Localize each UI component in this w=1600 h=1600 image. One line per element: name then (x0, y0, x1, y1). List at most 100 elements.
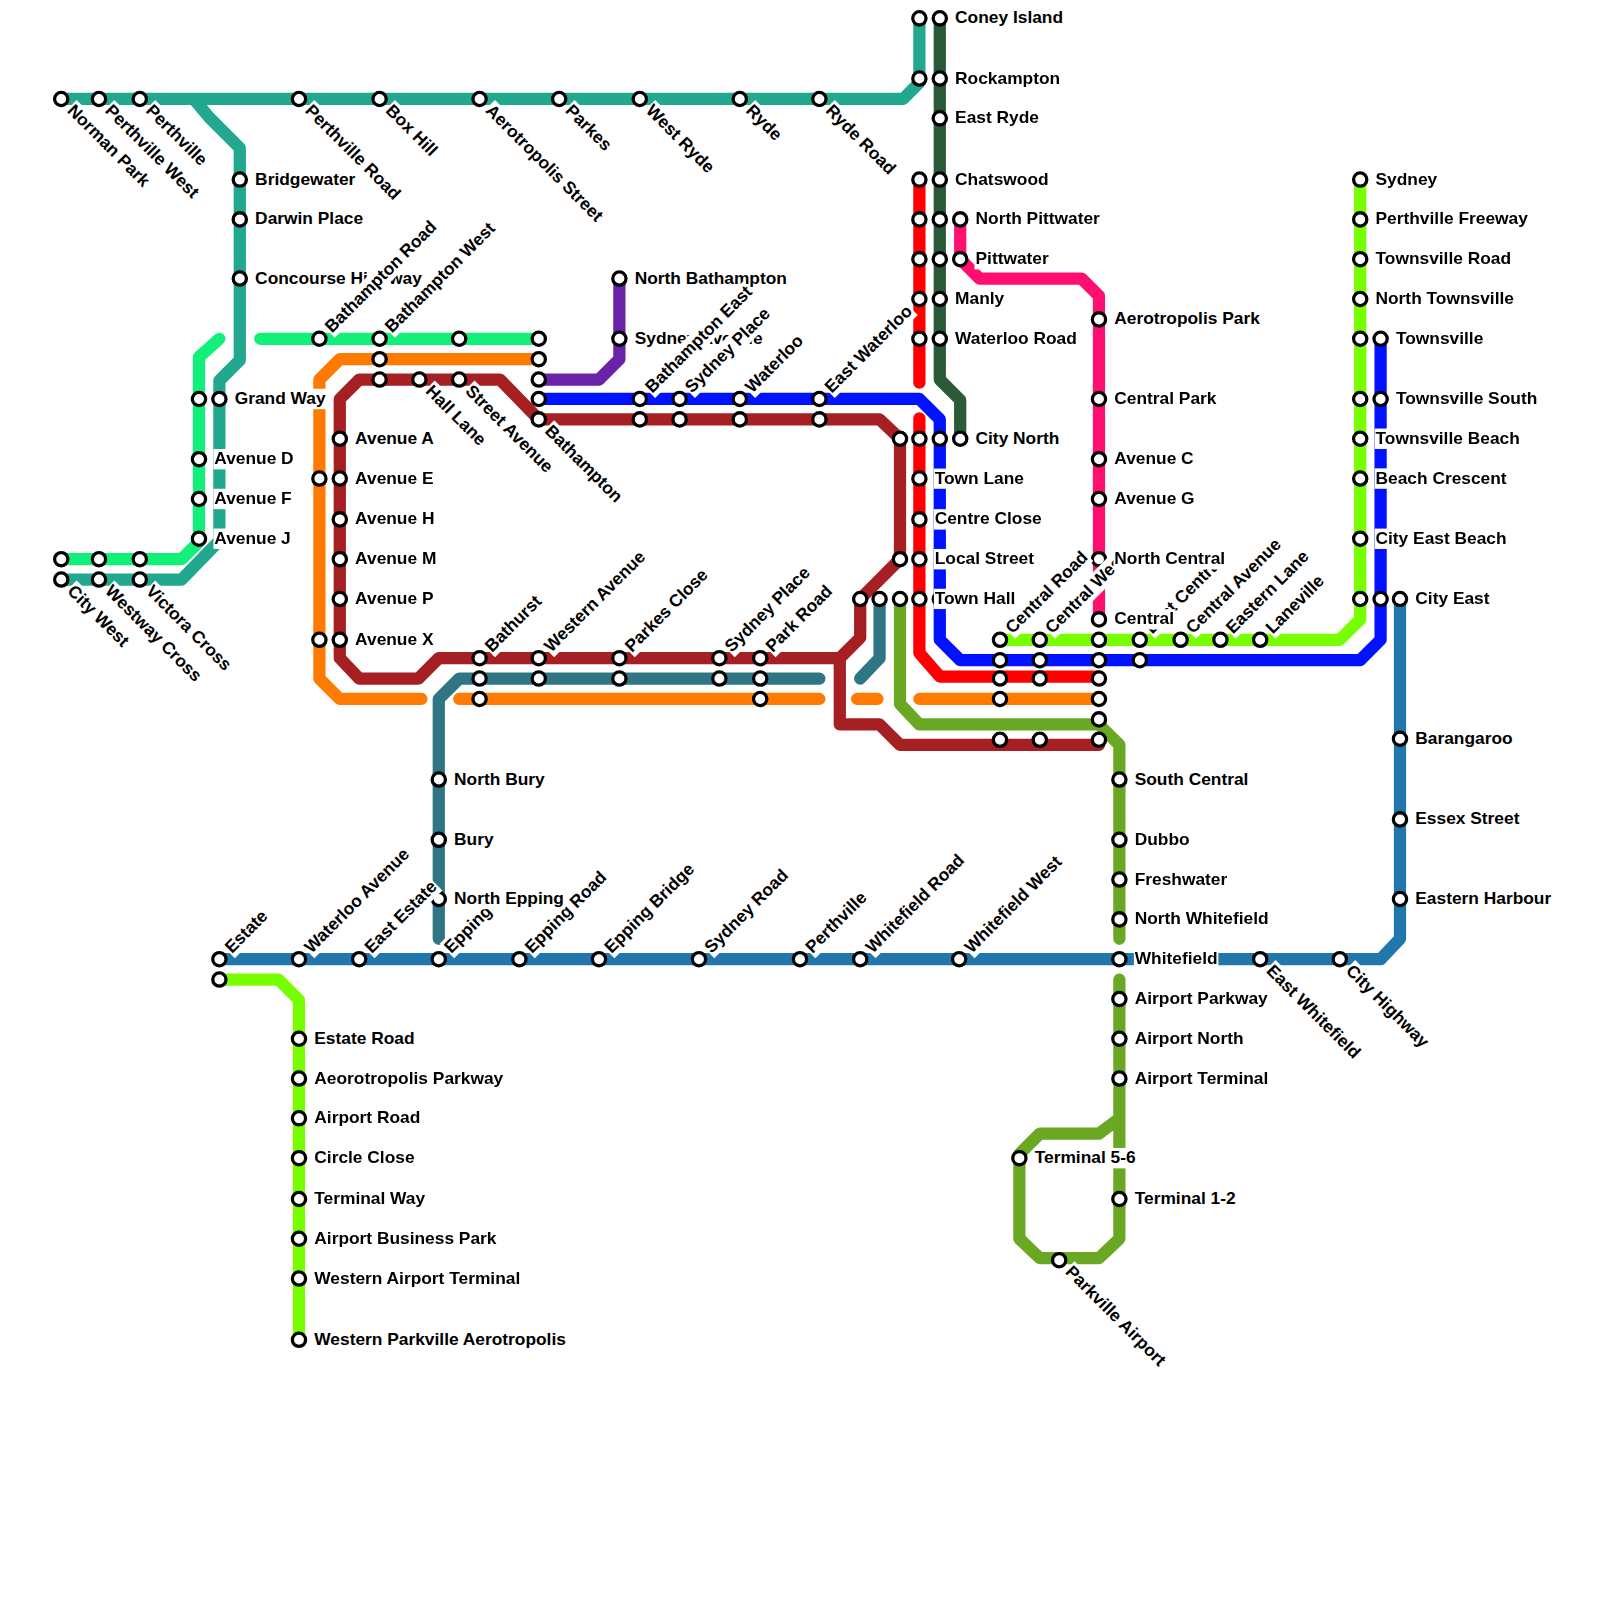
station-dot (813, 413, 826, 426)
station-dot (933, 173, 946, 186)
station-label: Beach Crescent (1374, 468, 1507, 488)
station-dot (1354, 332, 1367, 345)
station-label: Avenue G (1113, 489, 1195, 509)
station-dot (993, 733, 1006, 746)
station-label: Aerotropolis Park (1113, 309, 1261, 329)
station-label: Townsville (1395, 329, 1484, 349)
station-dot (1092, 672, 1105, 685)
station-dot (1393, 732, 1406, 745)
station-label: Freshwater (1134, 869, 1229, 889)
station-dot (913, 553, 926, 566)
station-dot (292, 1272, 305, 1285)
station-dot (933, 213, 946, 226)
station-dot (1354, 173, 1367, 186)
station-label: Town Lane (934, 468, 1025, 488)
station-dot (233, 272, 246, 285)
station-dot (292, 1112, 305, 1125)
station-label: Epping Road (520, 867, 612, 959)
station-dot (692, 953, 705, 966)
station-dot (432, 833, 445, 846)
station-dot (913, 292, 926, 305)
station-dot (993, 692, 1006, 705)
station-label: Whitefield West (960, 851, 1067, 958)
station-dot (292, 1072, 305, 1085)
station-dot (333, 633, 346, 646)
green-line (61, 339, 539, 559)
station-dot (292, 953, 305, 966)
station-dot (1113, 953, 1126, 966)
station-dot (913, 432, 926, 445)
station-dot (913, 12, 926, 25)
station-dot (1354, 292, 1367, 305)
station-label: North Central (1113, 549, 1226, 569)
station-label: Centre Close (934, 509, 1043, 529)
station-dot (1053, 1254, 1066, 1267)
station-label: Town Hall (934, 589, 1017, 609)
station-dot (993, 654, 1006, 667)
station-label: Dubbo (1134, 830, 1191, 850)
station-dot (432, 773, 445, 786)
station-label: Barangaroo (1414, 729, 1513, 749)
station-dot (55, 553, 68, 566)
station-label: Epping Bridge (600, 859, 700, 959)
station-dot (1374, 332, 1387, 345)
station-dot (754, 672, 767, 685)
station-dot (1374, 592, 1387, 605)
station-dot (1133, 633, 1146, 646)
station-dot (713, 652, 726, 665)
station-dot (1013, 1152, 1026, 1165)
station-label: Avenue M (354, 549, 437, 569)
station-dot (854, 953, 867, 966)
station-label: Terminal 5-6 (1034, 1148, 1137, 1168)
station-label: Terminal Way (313, 1189, 426, 1209)
station-dot (1393, 892, 1406, 905)
station-label: East Ryde (954, 108, 1040, 128)
station-dot (313, 332, 326, 345)
station-dot (213, 973, 226, 986)
station-label: Chatswood (954, 169, 1050, 189)
station-label: Avenue P (354, 589, 434, 609)
station-dot (1033, 633, 1046, 646)
station-dot (532, 373, 545, 386)
station-dot (192, 532, 205, 545)
station-dot (292, 1333, 305, 1346)
station-label: North Townsville (1374, 289, 1515, 309)
station-label: Avenue F (213, 489, 292, 509)
station-dot (532, 353, 545, 366)
station-label: Airport Terminal (1134, 1068, 1270, 1088)
station-dot (1092, 654, 1105, 667)
station-dot (55, 573, 68, 586)
station-dot (1133, 654, 1146, 667)
station-dot (1354, 592, 1367, 605)
station-dot (913, 472, 926, 485)
station-dot (1092, 492, 1105, 505)
station-dot (613, 332, 626, 345)
station-dot (133, 573, 146, 586)
station-dot (1033, 654, 1046, 667)
station-dot (1092, 453, 1105, 466)
station-dot (713, 672, 726, 685)
station-dot (373, 332, 386, 345)
station-label: Central (1113, 609, 1175, 629)
station-label: Bury (453, 830, 495, 850)
station-group (55, 12, 1407, 1347)
station-dot (1354, 432, 1367, 445)
station-dot (1092, 633, 1105, 646)
station-dot (1113, 1192, 1126, 1205)
station-dot (373, 353, 386, 366)
station-dot (92, 573, 105, 586)
station-label: North Bathampton (634, 268, 788, 288)
station-dot (1033, 733, 1046, 746)
station-dot (1354, 253, 1367, 266)
station-dot (333, 472, 346, 485)
station-label: Avenue H (354, 509, 435, 529)
station-label: Local Street (934, 549, 1035, 569)
station-dot (592, 953, 605, 966)
station-dot (933, 12, 946, 25)
station-dot (933, 112, 946, 125)
station-dot (513, 953, 526, 966)
station-dot (373, 373, 386, 386)
station-label: Box Hill (381, 100, 443, 162)
station-dot (233, 173, 246, 186)
station-label: Essex Street (1414, 809, 1520, 829)
